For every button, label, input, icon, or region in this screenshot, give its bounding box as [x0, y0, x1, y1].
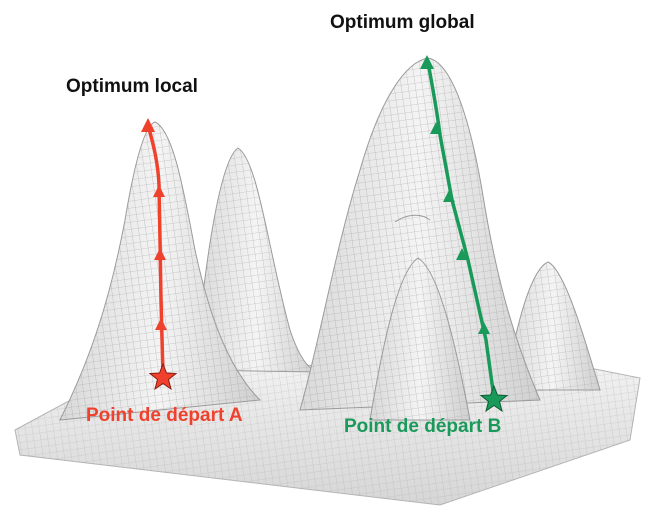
arrow-up-icon — [456, 248, 468, 260]
arrow-up-icon — [420, 55, 434, 69]
arrow-up-icon — [443, 190, 455, 202]
arrow-up-icon — [155, 318, 167, 330]
star-icon — [479, 384, 509, 413]
arrow-up-icon — [478, 322, 490, 334]
arrow-up-icon — [430, 122, 442, 134]
start-point-b-label: Point de départ B — [344, 416, 502, 437]
path-b — [420, 55, 509, 413]
local-optimum-label: Optimum local — [66, 76, 198, 97]
path-a — [141, 118, 178, 391]
star-icon — [148, 362, 178, 391]
arrow-up-icon — [153, 185, 165, 197]
path-b-line — [426, 61, 496, 399]
arrow-up-icon — [141, 118, 155, 132]
peak-front-small — [369, 214, 471, 421]
global-optimum-label: Optimum global — [330, 12, 475, 33]
peak-middle-left — [194, 147, 319, 373]
start-point-a-label: Point de départ A — [86, 405, 243, 426]
peak-small-right — [504, 261, 601, 391]
arrow-up-icon — [154, 248, 166, 260]
